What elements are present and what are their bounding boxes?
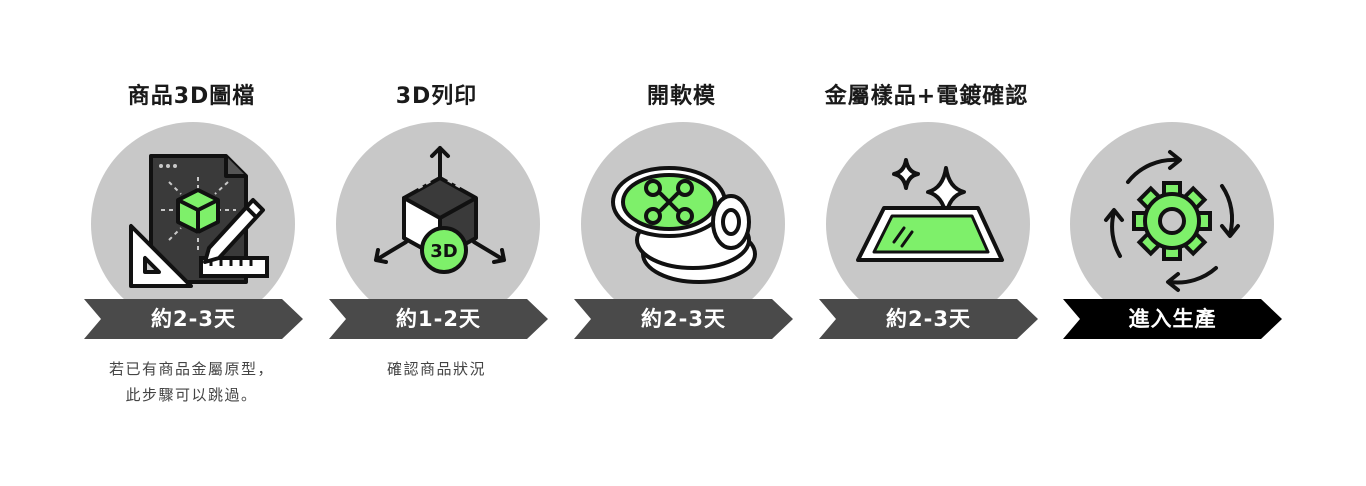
note-line: 此步驟可以跳過。 xyxy=(125,386,258,404)
duration-label: 約2-3天 xyxy=(886,307,971,331)
duration-label: 約2-3天 xyxy=(151,307,236,331)
step-note: 確認商品狀況 xyxy=(329,356,544,382)
3d-design-blueprint-icon xyxy=(129,154,269,288)
step-circle: 3D xyxy=(336,122,540,326)
duration-arrow: 約2-3天 xyxy=(819,299,1038,339)
step-4: 金屬樣品+電鍍確認 約2-3天 xyxy=(819,0,1064,486)
duration-label: 約1-2天 xyxy=(396,307,481,331)
plating-shine-icon xyxy=(856,158,1004,262)
step-2: 3D列印 3D 約1-2天 確認商品狀況 xyxy=(329,0,574,486)
step-5: 進入生產 xyxy=(1063,0,1308,486)
badge-label: 3D xyxy=(430,241,457,262)
3d-print-cube-icon: 3D xyxy=(374,146,506,274)
duration-arrow: 約2-3天 xyxy=(574,299,793,339)
step-title: 金屬樣品+電鍍確認 xyxy=(824,84,1029,109)
step-3: 開軟模 約2-3天 xyxy=(574,0,819,486)
final-arrow: 進入生產 xyxy=(1063,299,1282,339)
step-title: 商品3D圖檔 xyxy=(127,84,256,109)
duration-arrow: 約1-2天 xyxy=(329,299,548,339)
step-title: 開軟模 xyxy=(646,84,716,109)
duration-arrow: 約2-3天 xyxy=(84,299,303,339)
step-circle xyxy=(581,122,785,326)
note-line: 若已有商品金屬原型， xyxy=(108,360,274,378)
step-title: 3D列印 xyxy=(395,84,478,109)
step-circle xyxy=(91,122,295,326)
step-circle xyxy=(826,122,1030,326)
step-circle xyxy=(1070,122,1274,326)
duration-label: 約2-3天 xyxy=(641,307,726,331)
note-line: 確認商品狀況 xyxy=(386,360,486,378)
duration-label: 進入生產 xyxy=(1128,307,1217,331)
step-1: 商品3D圖檔 約2-3天 若已有商品金屬原型， 此步驟可以跳過。 xyxy=(84,0,329,486)
step-note: 若已有商品金屬原型， 此步驟可以跳過。 xyxy=(84,356,299,408)
gear-cycle-icon xyxy=(1104,150,1240,292)
soft-mold-icon xyxy=(611,166,757,284)
